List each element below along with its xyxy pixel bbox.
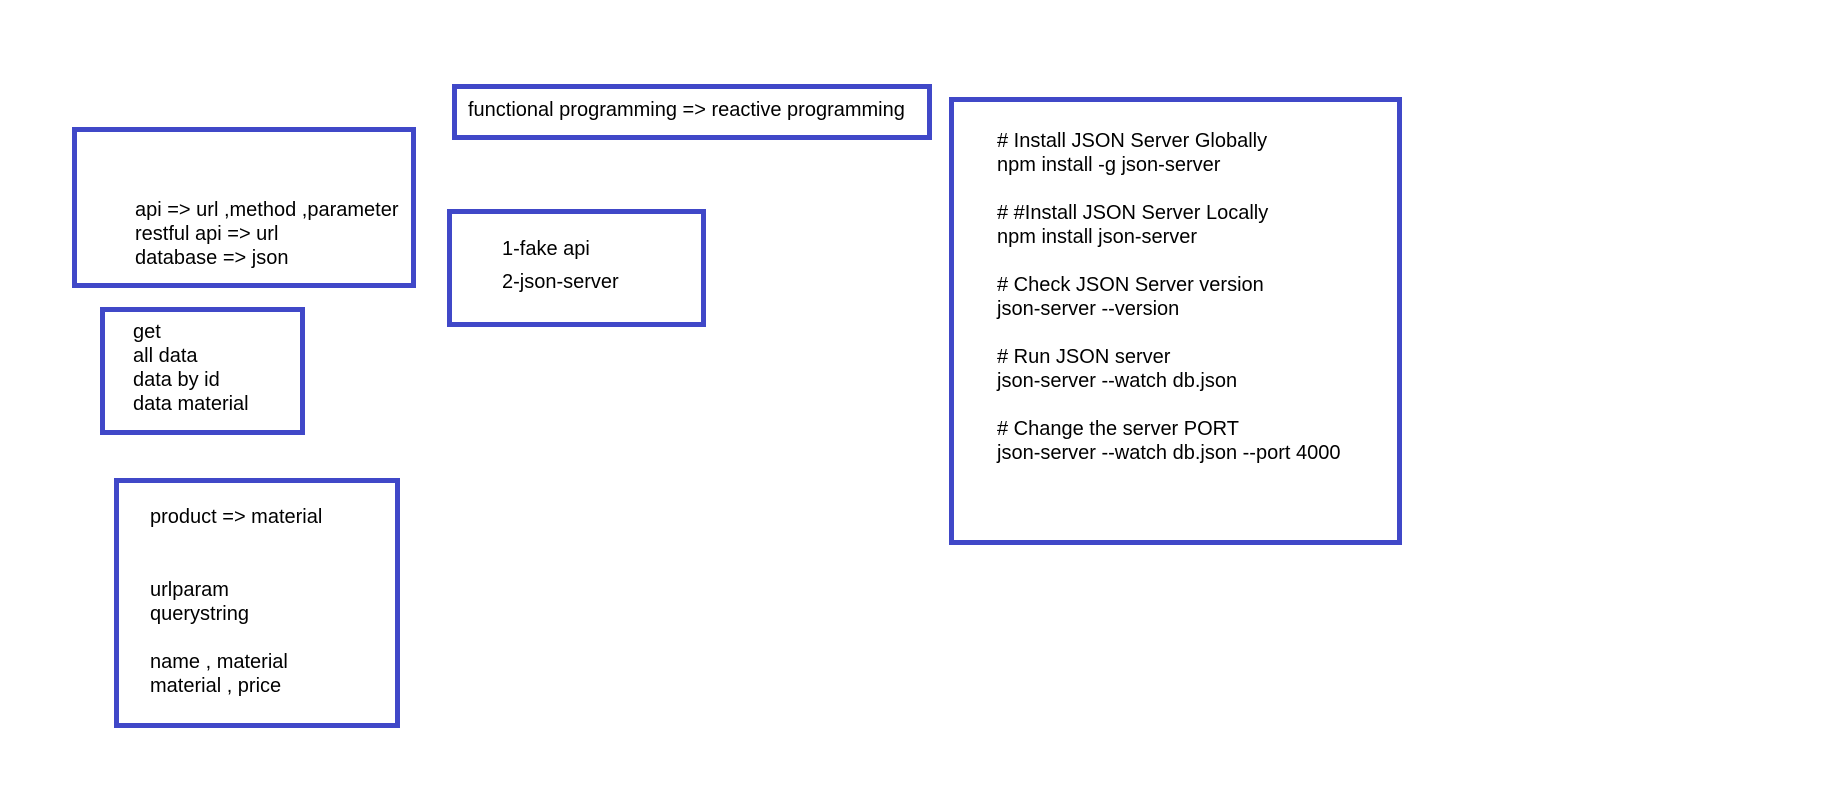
fake-api-box: 1-fake api 2-json-server — [447, 209, 706, 327]
api-notes-line-3: database => json — [135, 247, 289, 269]
get-line-3: data by id — [133, 369, 220, 391]
get-line-2: all data — [133, 345, 198, 367]
api-notes-line-2: restful api => url — [135, 223, 279, 245]
product-line-2: urlparam — [150, 579, 229, 601]
product-line-4: name , material — [150, 651, 288, 673]
fake-api-line-1: 1-fake api — [502, 238, 590, 260]
product-line-5: material , price — [150, 675, 282, 697]
api-notes-box: api => url ,method ,parameter restful ap… — [72, 127, 416, 288]
json-server-line-4: npm install json-server — [997, 226, 1198, 248]
get-methods-box: get all data data by id data material — [100, 307, 305, 435]
get-line-4: data material — [133, 393, 249, 415]
product-line-3: querystring — [150, 603, 249, 625]
json-server-line-7: # Run JSON server — [997, 346, 1171, 368]
product-line-1: product => material — [150, 506, 323, 528]
json-server-line-3: # #Install JSON Server Locally — [997, 202, 1269, 224]
functional-programming-text: functional programming => reactive progr… — [468, 99, 905, 121]
json-server-line-2: npm install -g json-server — [997, 154, 1221, 176]
fake-api-line-2: 2-json-server — [502, 271, 619, 293]
get-line-1: get — [133, 321, 161, 343]
product-notes-box: product => material urlparam querystring… — [114, 478, 400, 728]
json-server-line-6: json-server --version — [997, 298, 1180, 320]
json-server-line-1: # Install JSON Server Globally — [997, 130, 1268, 152]
api-notes-line-1: api => url ,method ,parameter — [135, 199, 399, 221]
json-server-line-5: # Check JSON Server version — [997, 274, 1264, 296]
json-server-line-10: json-server --watch db.json --port 4000 — [997, 442, 1341, 464]
json-server-line-9: # Change the server PORT — [997, 418, 1239, 440]
json-server-commands-box: # Install JSON Server Globally npm insta… — [949, 97, 1402, 545]
json-server-line-8: json-server --watch db.json — [997, 370, 1238, 392]
functional-programming-box: functional programming => reactive progr… — [452, 84, 932, 140]
